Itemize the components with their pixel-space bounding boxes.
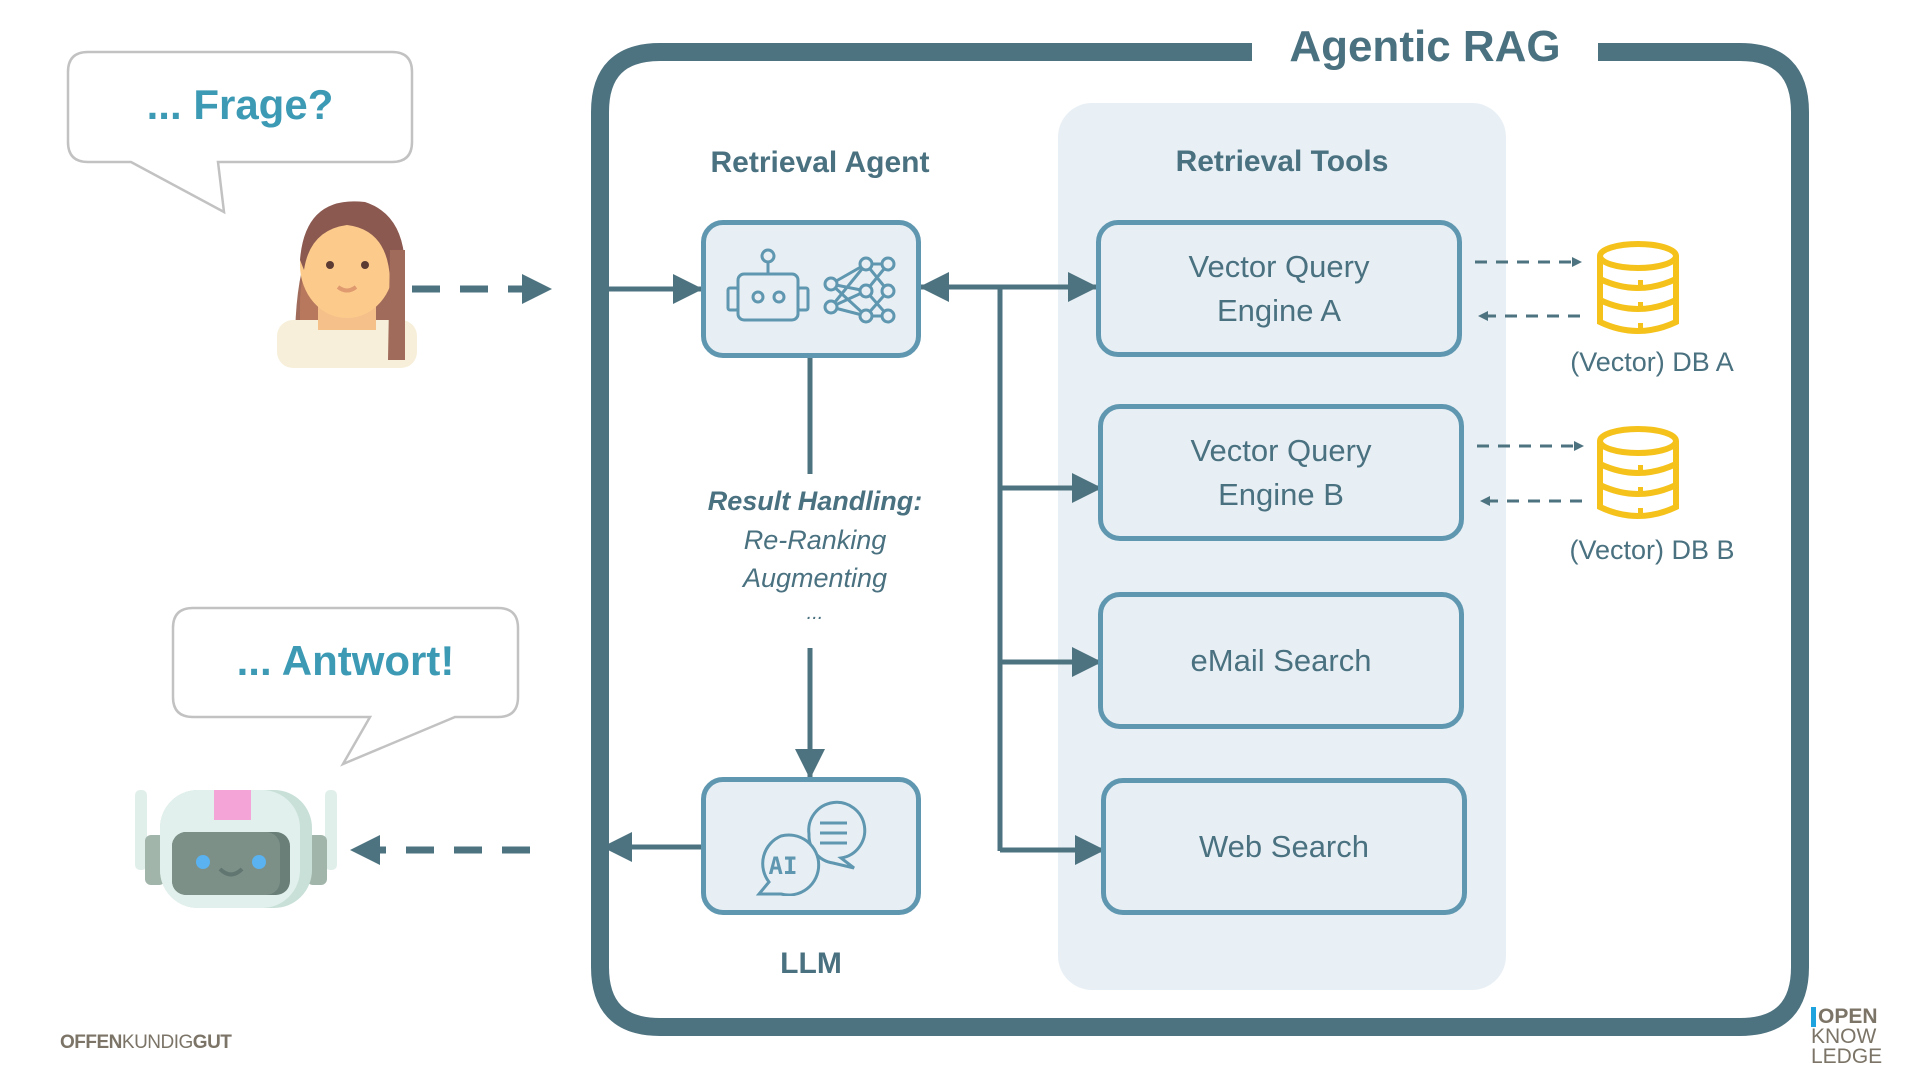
database-a-label: (Vector) DB A [1570, 347, 1734, 377]
database-a-icon [1597, 241, 1679, 334]
logo-part-gut: GUT [192, 1032, 232, 1053]
neural-network-icon [823, 256, 896, 324]
tool-label-line1: Vector Query [1190, 433, 1372, 469]
database-b-icon [1597, 426, 1679, 519]
agent-icons [726, 248, 896, 324]
llm-label: LLM [780, 947, 842, 980]
logo-part-offen: OFFEN [60, 1032, 122, 1053]
tool-label-line2: Engine A [1216, 292, 1342, 328]
retrieval-tools-heading: Retrieval Tools [1175, 145, 1389, 178]
ai-chat-icon: AI [755, 800, 867, 896]
result-handling-heading: Result Handling: [707, 486, 923, 516]
question-bubble-shape [66, 50, 414, 215]
result-handling-line-augmenting: Augmenting [742, 563, 888, 593]
tool-email-search[interactable]: eMail Search [1098, 592, 1464, 729]
logo-part-kundig: KUNDIG [121, 1032, 193, 1053]
database-b-label: (Vector) DB B [1569, 535, 1735, 565]
diagram-title: Agentic RAG [1289, 22, 1561, 71]
ai-icon-text: AI [769, 852, 798, 880]
offenkundiggut-logo: OFFENKUNDIGGUT [60, 1032, 232, 1054]
tool-label-line2: Engine B [1218, 476, 1344, 512]
result-handling-line-ellipsis: ... [806, 602, 824, 624]
logo-line-ledge: LEDGE [1811, 1045, 1883, 1068]
user-avatar-icon [277, 201, 417, 368]
tool-label: eMail Search [1190, 642, 1372, 678]
tool-web-search[interactable]: Web Search [1101, 778, 1467, 915]
answer-bubble-text: ... Antwort! [236, 637, 455, 684]
result-handling-line-reranking: Re-Ranking [743, 525, 887, 555]
retrieval-agent-heading: Retrieval Agent [710, 146, 930, 179]
tool-label-line1: Vector Query [1188, 249, 1370, 285]
logo-line-open: OPEN [1811, 1006, 1882, 1027]
agentic-rag-frame [591, 43, 1809, 1036]
answer-bubble-shape [171, 606, 520, 767]
question-bubble-text: ... Frage? [146, 81, 334, 128]
open-knowledge-logo: OPEN KNOW LEDGE [1811, 1006, 1883, 1068]
bot-avatar-icon [135, 790, 337, 908]
llm-box[interactable]: AI [701, 777, 921, 915]
logo-line-know: KNOW [1811, 1025, 1877, 1048]
robot-icon [726, 248, 810, 322]
tool-label: Web Search [1198, 828, 1369, 864]
retrieval-agent-box[interactable] [701, 220, 921, 358]
